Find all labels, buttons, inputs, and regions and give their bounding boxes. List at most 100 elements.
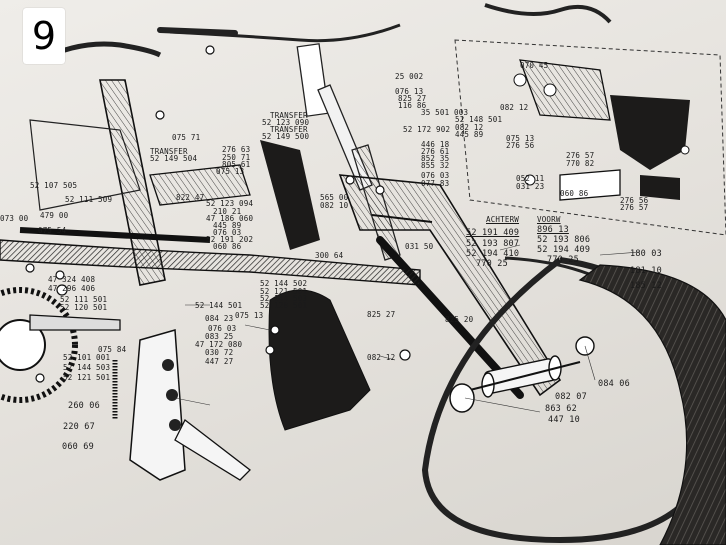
- part-label: 770 25: [547, 255, 579, 265]
- part-label: 52 111 509: [65, 195, 113, 204]
- leg-shield: [260, 140, 320, 250]
- part-label: 073 00: [0, 214, 29, 223]
- part-label: 210 21: [213, 207, 242, 216]
- part-label: 52 101 001: [63, 353, 111, 362]
- heading-voorwiel: VOORW: [537, 215, 561, 224]
- part-label: 52 123 090: [262, 118, 310, 127]
- detail-box-outline: [454, 39, 726, 236]
- handlebar-grip: [157, 27, 238, 36]
- part-label: 060 86: [213, 242, 242, 251]
- part-label: 52 144 503: [260, 294, 308, 303]
- part-label: 082 12: [367, 353, 396, 362]
- page-number-badge: 9: [23, 8, 65, 64]
- part-label: 805 61: [222, 160, 251, 169]
- part-label: 070 45: [520, 61, 549, 70]
- part-label: 276 63: [222, 145, 251, 154]
- part-label: 300 64: [315, 251, 344, 260]
- part-label: 260 06: [68, 401, 100, 411]
- part-label: 276 57: [566, 151, 595, 160]
- part-label: TRANSFER: [270, 111, 308, 120]
- part-label: 770 82: [566, 159, 595, 168]
- part-label: 565 00: [320, 193, 349, 202]
- part-label: 52 107 505: [30, 181, 78, 190]
- part-label: 116 86: [398, 101, 427, 110]
- part-label: 447 10: [548, 415, 580, 425]
- part-label: 52 144 503: [63, 363, 111, 372]
- part-label: 180 03: [630, 249, 662, 259]
- part-label: 075 84: [98, 345, 127, 354]
- part-label: 084 23: [205, 314, 234, 323]
- part-label: 075 54: [38, 226, 67, 235]
- hardware: [25, 45, 411, 383]
- part-label: 47 172 080: [195, 340, 243, 349]
- part-label: 075 13: [216, 167, 245, 176]
- part-label: 52 121 501: [63, 373, 111, 382]
- part-label: 822 47: [176, 193, 205, 202]
- part-label: 181 10: [630, 266, 662, 276]
- part-label: 276 56: [506, 141, 535, 150]
- part-label: 852 35: [421, 154, 450, 163]
- part-label: 855 32: [421, 161, 450, 170]
- part-label: 52 191 202: [206, 235, 254, 244]
- part-label: 075 71: [172, 133, 201, 142]
- part-label: 276 57: [620, 203, 649, 212]
- part-label: 52 193 806: [537, 235, 591, 245]
- part-label: 076 03: [421, 171, 450, 180]
- chainwheel: [0, 287, 121, 403]
- part-label: 030 72: [205, 348, 234, 357]
- part-label: 076 03: [208, 324, 237, 333]
- lever-right: [484, 3, 612, 24]
- footboard: [149, 164, 251, 206]
- part-label: 083 25: [205, 332, 234, 341]
- part-label: 52 191 409: [466, 228, 520, 238]
- part-label: 031 23: [516, 182, 545, 191]
- part-label: 250 71: [222, 153, 251, 162]
- part-label: 276 56: [620, 196, 649, 205]
- part-label: 479 00: [40, 211, 69, 220]
- part-label: 52 149 500: [262, 132, 310, 141]
- part-label: 276 61: [421, 147, 450, 156]
- part-label: 52 111 501: [60, 295, 108, 304]
- part-label: 52 123 094: [206, 199, 254, 208]
- part-label: 076 03: [213, 228, 242, 237]
- part-label: 52 144 502: [260, 279, 308, 288]
- tyre: [578, 264, 726, 545]
- front-mudguard: [268, 289, 371, 431]
- part-label: 52 194 409: [537, 245, 591, 255]
- part-label: 52 120 501: [60, 303, 108, 312]
- part-label: 076 13: [395, 87, 424, 96]
- part-label: 52 172 902: [403, 125, 451, 134]
- part-label: 863 62: [545, 404, 577, 414]
- part-label: 220 67: [63, 422, 95, 432]
- part-label: 52 194 410: [466, 249, 520, 259]
- part-label: 075 13: [235, 311, 264, 320]
- part-label: 082 10: [320, 201, 349, 210]
- part-label: 52 121 501: [260, 287, 308, 296]
- part-label: 084 06: [598, 379, 630, 389]
- part-label: 052 11: [516, 174, 545, 183]
- part-label: 825 27: [367, 310, 396, 319]
- part-label: 445 89: [213, 221, 242, 230]
- part-label: 825 20: [445, 315, 474, 324]
- part-label: 35 501 003: [421, 108, 469, 117]
- part-label: 825 27: [398, 94, 427, 103]
- part-label: 52 193 807: [466, 239, 520, 249]
- main-frame: [0, 79, 421, 286]
- part-label: 47 186 060: [206, 214, 254, 223]
- leader-lines: [174, 244, 641, 413]
- stand: [129, 329, 251, 481]
- part-label: 25 002: [395, 72, 424, 81]
- rack-parts: [513, 59, 690, 201]
- hub-assembly: [449, 336, 595, 413]
- part-label: 082 12: [500, 103, 529, 112]
- part-label: 52 144 501: [195, 301, 243, 310]
- part-label: 082 12: [455, 123, 484, 132]
- part-label: 031 50: [405, 242, 434, 251]
- part-label: 47 296 406: [48, 284, 96, 293]
- part-label: 060 69: [62, 442, 94, 452]
- heading-achterwiel: ACHTERW: [486, 215, 520, 224]
- part-label: TRANSFER: [270, 125, 308, 134]
- part-label: 770 25: [476, 259, 508, 269]
